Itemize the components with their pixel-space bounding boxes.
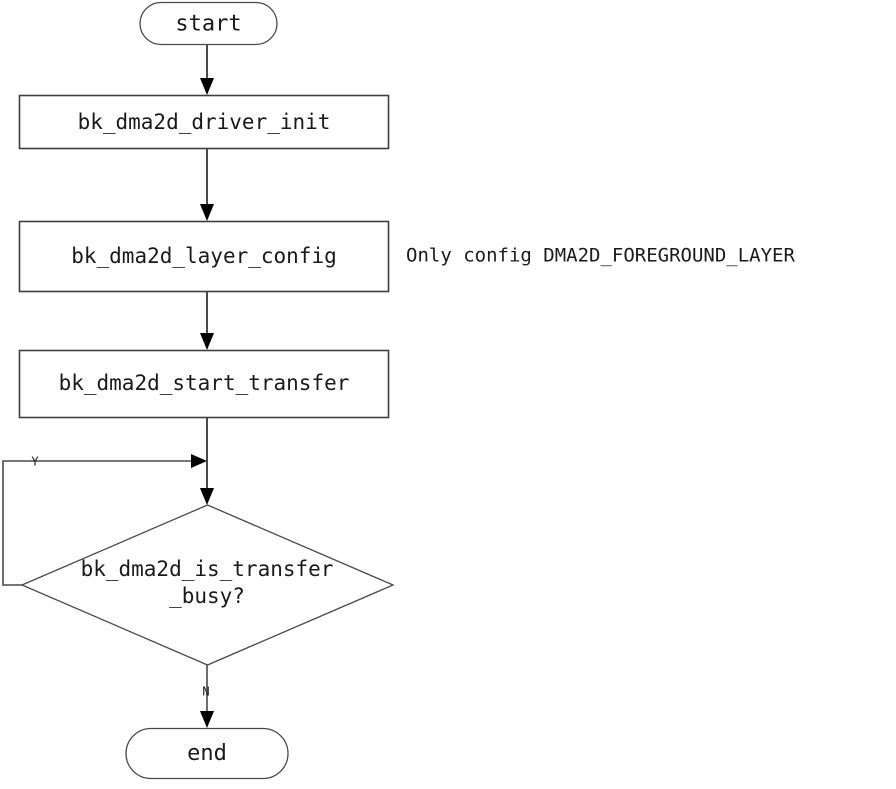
- node-start-label: start: [175, 12, 241, 37]
- edge-decision-yes-loop: [2, 454, 207, 586]
- edge-layer-config-to-start-transfer: [200, 292, 214, 350]
- edge-start-to-driver-init: [200, 45, 214, 95]
- node-end-label: end: [187, 741, 227, 766]
- edge-decision-no-to-end: [200, 665, 214, 728]
- node-driver-init[interactable]: bk_dma2d_driver_init: [18, 94, 390, 150]
- annotation-layer-config-note: Only config DMA2D_FOREGROUND_LAYER: [406, 245, 795, 267]
- edge-driver-init-to-layer-config: [200, 149, 214, 221]
- node-end[interactable]: end: [125, 727, 289, 780]
- node-is-transfer-busy-label-line2: _busy?: [169, 584, 245, 608]
- edge-start-transfer-to-decision: [200, 418, 214, 505]
- edge-label-yes: Y: [31, 455, 39, 469]
- node-driver-init-label: bk_dma2d_driver_init: [78, 110, 331, 134]
- node-start[interactable]: start: [139, 1, 278, 46]
- node-start-transfer[interactable]: bk_dma2d_start_transfer: [18, 349, 390, 419]
- node-is-transfer-busy-label-line1: bk_dma2d_is_transfer: [81, 557, 334, 581]
- node-layer-config[interactable]: bk_dma2d_layer_config: [18, 220, 390, 293]
- node-layer-config-label: bk_dma2d_layer_config: [71, 244, 337, 268]
- node-start-transfer-label: bk_dma2d_start_transfer: [59, 371, 350, 395]
- node-is-transfer-busy[interactable]: bk_dma2d_is_transfer _busy?: [20, 504, 395, 666]
- edge-label-no: N: [202, 685, 209, 699]
